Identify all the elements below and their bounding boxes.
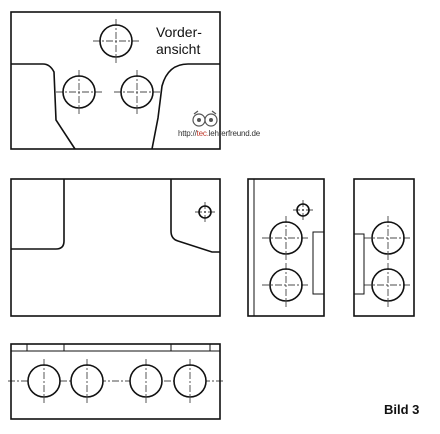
front-view: [10, 11, 221, 150]
watermark-prefix: http://: [178, 129, 197, 138]
second-view: [10, 178, 221, 317]
watermark-suffix: lehrerfreund.de: [208, 129, 260, 138]
top-view: [8, 343, 223, 420]
owl-icon: [192, 110, 218, 127]
third-view: [247, 178, 325, 317]
fourth-view: [353, 178, 415, 317]
figure-label: Bild 3: [384, 402, 420, 417]
watermark-accent: tec.: [196, 129, 209, 138]
view-label: Vorder- ansicht: [156, 24, 202, 57]
watermark: http://tec.lehrerfreund.de: [178, 129, 260, 138]
